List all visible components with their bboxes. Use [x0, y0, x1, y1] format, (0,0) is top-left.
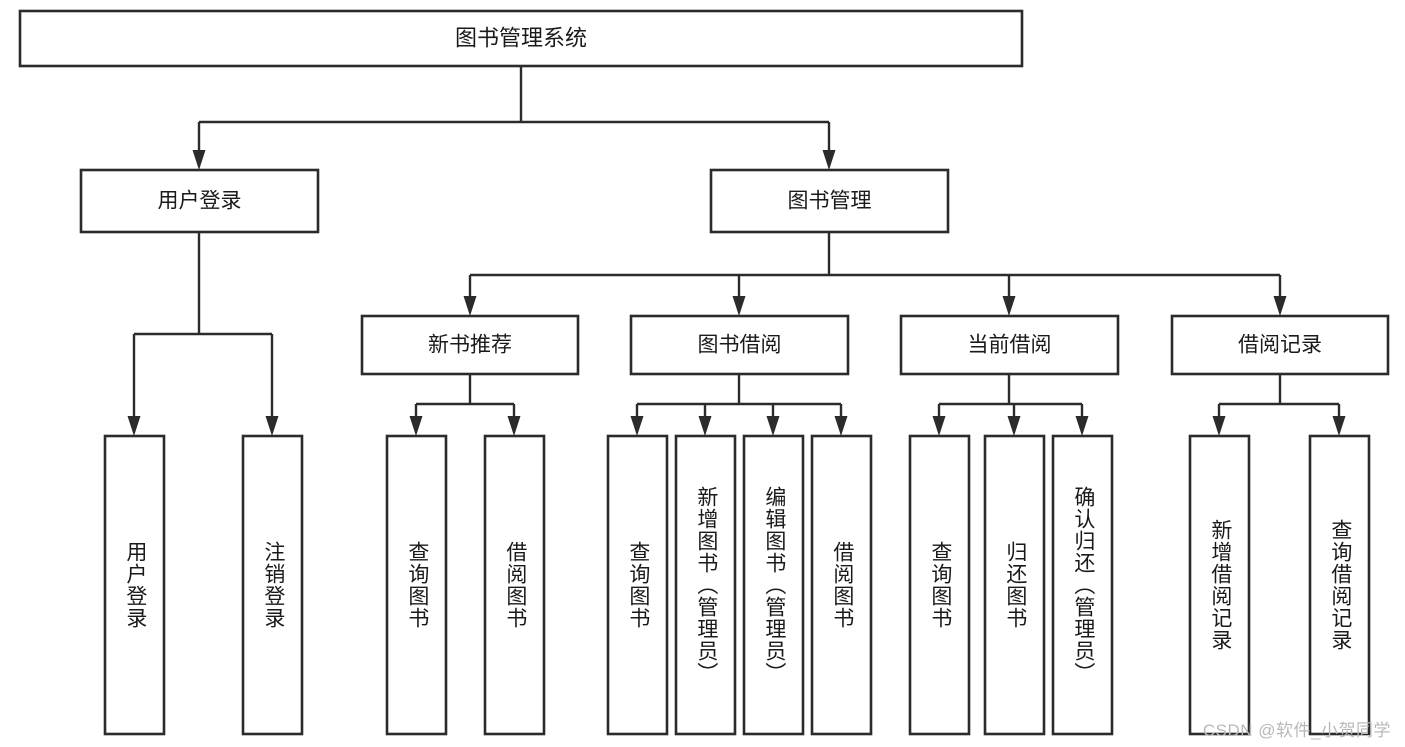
node-label-borrow-record: 借阅记录 — [1238, 334, 1322, 357]
node-box-borrow-record[interactable] — [1170, 314, 1390, 376]
node-box-user-login[interactable] — [79, 168, 320, 234]
connector-group-current-borrow-bus — [932, 374, 1089, 436]
node-label-new-book-rec: 新书推荐 — [428, 334, 512, 357]
connector-line — [414, 374, 516, 420]
leaf-box-leaf-add-book[interactable] — [674, 434, 737, 736]
connector-line — [937, 374, 1084, 420]
leaf-box-leaf-query-book-1[interactable] — [385, 434, 448, 736]
arrow-head-icon — [932, 416, 946, 436]
arrow-head-icon — [463, 296, 477, 316]
connector-group-book-borrow-bus — [630, 374, 848, 436]
connector-group-book-manage-bus — [463, 232, 1287, 316]
node-label-book-borrow: 图书借阅 — [698, 334, 782, 357]
arrow-head-icon — [1212, 416, 1226, 436]
node-box-book-borrow[interactable] — [629, 314, 850, 376]
node-box-book-manage[interactable] — [709, 168, 950, 234]
connector-group-new-book-rec-bus — [409, 374, 521, 436]
node-box-layer — [18, 9, 1390, 736]
leaf-box-leaf-user-logout[interactable] — [241, 434, 304, 736]
leaf-box-leaf-borrow-book-1[interactable] — [483, 434, 546, 736]
arrow-head-icon — [1273, 296, 1287, 316]
leaf-box-leaf-confirm-return[interactable] — [1051, 434, 1114, 736]
watermark-text: CSDN @软件_小贺同学 — [1202, 721, 1391, 740]
leaf-box-leaf-query-book-2[interactable] — [606, 434, 669, 736]
node-box-root[interactable] — [18, 9, 1024, 68]
node-label-book-manage: 图书管理 — [788, 190, 872, 213]
connector-line — [635, 374, 843, 420]
node-label-root: 图书管理系统 — [455, 25, 587, 50]
connector-group-user-login-bus — [127, 232, 279, 436]
connector-line — [1217, 374, 1341, 420]
node-label-current-borrow: 当前借阅 — [968, 334, 1052, 357]
arrow-head-icon — [1075, 416, 1089, 436]
leaf-box-leaf-add-record[interactable] — [1188, 434, 1251, 736]
arrow-head-icon — [630, 416, 644, 436]
arrow-head-icon — [766, 416, 780, 436]
connector-group-borrow-record-bus — [1212, 374, 1346, 436]
leaf-box-leaf-return-book[interactable] — [983, 434, 1046, 736]
node-box-new-book-rec[interactable] — [360, 314, 580, 376]
arrow-head-icon — [834, 416, 848, 436]
leaf-box-leaf-query-record[interactable] — [1308, 434, 1371, 736]
connector-line — [132, 232, 274, 420]
node-box-current-borrow[interactable] — [899, 314, 1120, 376]
connector-line — [197, 66, 831, 154]
arrow-head-icon — [1002, 296, 1016, 316]
arrow-head-icon — [732, 296, 746, 316]
arrow-head-icon — [127, 416, 141, 436]
arrow-head-icon — [507, 416, 521, 436]
arrow-head-icon — [409, 416, 423, 436]
arrow-head-icon — [192, 150, 206, 170]
arrow-head-icon — [822, 150, 836, 170]
connector-line — [468, 232, 1282, 300]
arrow-head-icon — [265, 416, 279, 436]
node-label-user-login: 用户登录 — [158, 190, 242, 213]
leaf-box-leaf-user-login[interactable] — [103, 434, 166, 736]
arrow-head-icon — [1007, 416, 1021, 436]
arrow-head-icon — [1332, 416, 1346, 436]
leaf-box-leaf-borrow-book-2[interactable] — [810, 434, 873, 736]
leaf-box-leaf-query-book-3[interactable] — [908, 434, 971, 736]
leaf-box-leaf-edit-book[interactable] — [742, 434, 805, 736]
arrow-head-icon — [698, 416, 712, 436]
connector-layer — [127, 66, 1346, 436]
connector-group-root-bus — [192, 66, 836, 170]
